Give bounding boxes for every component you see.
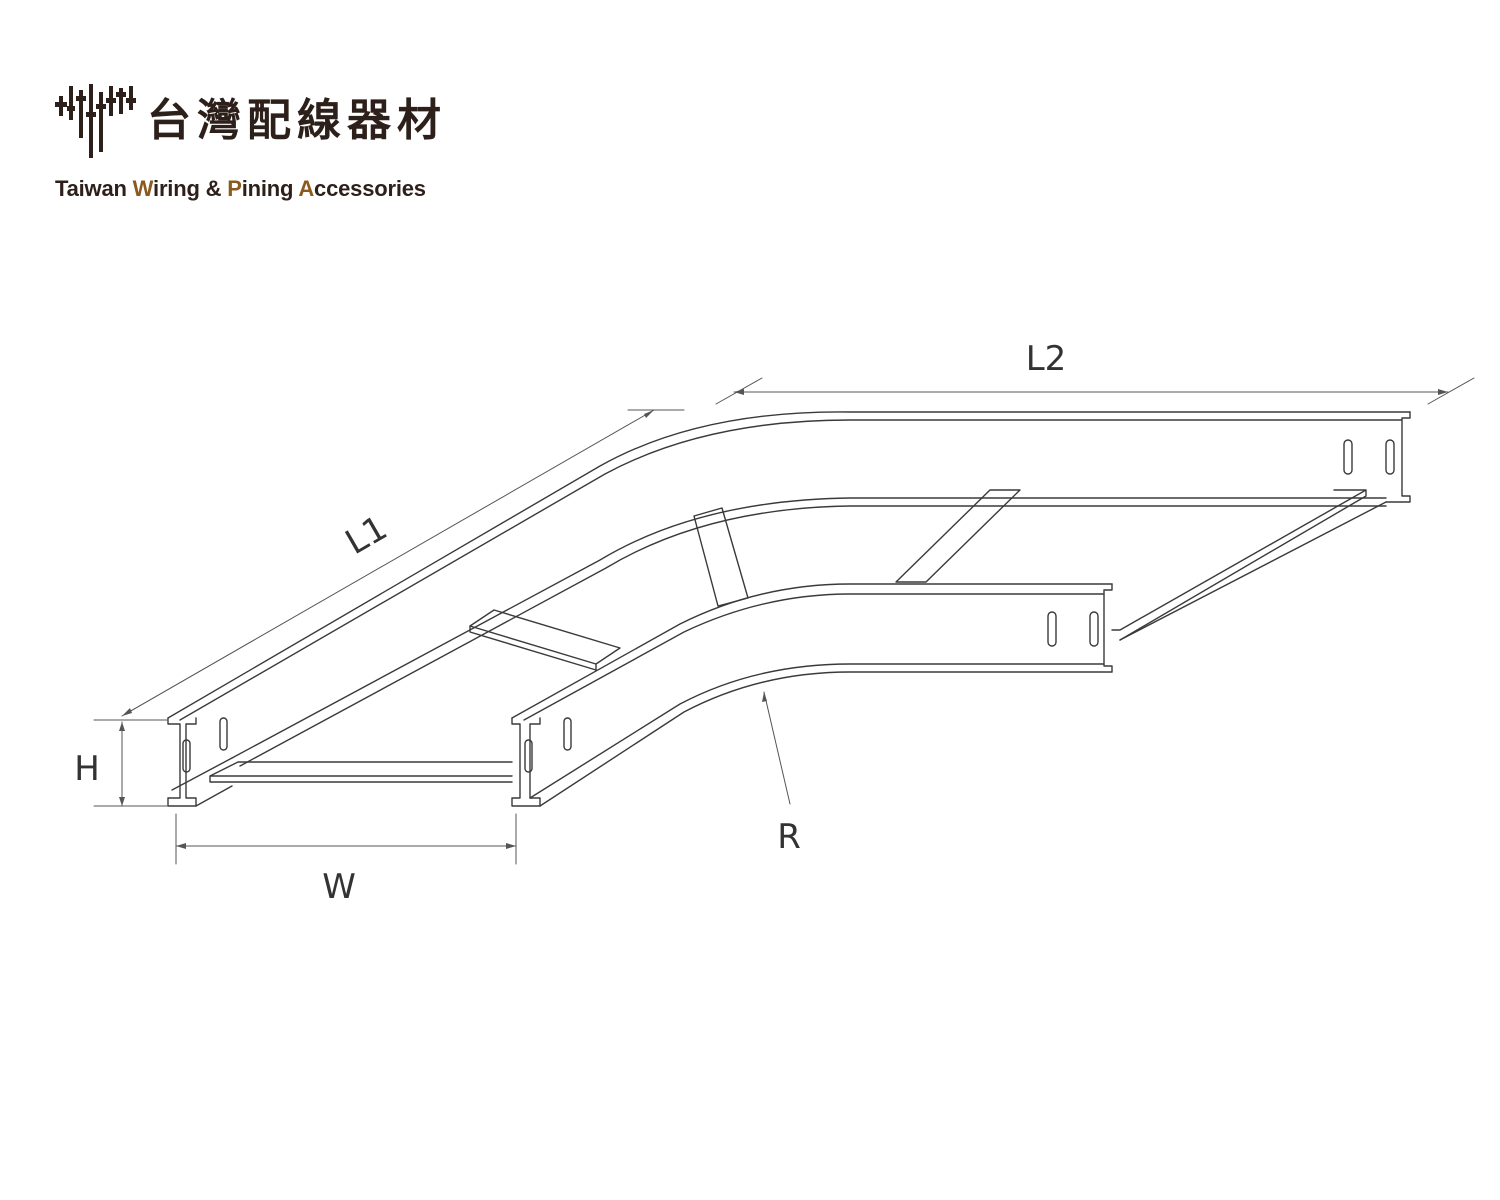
- arrowhead-l1-end: [644, 410, 654, 418]
- slot-outer-far-1: [1343, 439, 1353, 475]
- dimension-label-l1: L1: [339, 508, 394, 563]
- arrowhead-h-bottom: [119, 797, 125, 806]
- inner-rail-bottom-inner: [529, 663, 1105, 799]
- arrowhead-w-left: [176, 843, 186, 849]
- inner-rail-far-end: [1103, 583, 1113, 673]
- logo-english-part: ccessories: [314, 176, 426, 201]
- dimension-label-r: R: [777, 817, 801, 857]
- dimension-line-h: [93, 719, 169, 807]
- logo-english-part: iring &: [153, 176, 228, 201]
- logo-english-part: Taiwan: [55, 176, 133, 201]
- slot-outer-near-1: [182, 739, 191, 773]
- slot-inner-far-2: [1089, 611, 1099, 647]
- rung-near: [209, 761, 513, 783]
- slot-inner-near-2: [563, 717, 572, 751]
- logo-english-part: ining: [241, 176, 299, 201]
- outer-rail-bottom-edge: [195, 501, 1387, 807]
- inner-rail-bottom-edge: [539, 671, 1113, 807]
- slot-inner-near-1: [524, 739, 533, 773]
- outer-rail-back-lower-edge: [231, 497, 1387, 759]
- rung-middle-left: [469, 609, 621, 671]
- inner-rail-top-inner: [523, 593, 1105, 721]
- slot-outer-far-2: [1385, 439, 1395, 475]
- rung-middle-center: [693, 507, 749, 607]
- dimension-line-l1: [121, 409, 655, 717]
- arrowhead-r: [762, 692, 767, 702]
- company-logo: 台灣配線器材 Taiwan Wiring & Pining Accessorie…: [55, 78, 475, 213]
- inner-rail-end-face: [511, 717, 541, 807]
- outer-rail-back-lower-edge-2: [239, 505, 1387, 767]
- dimension-line-w: [175, 813, 517, 865]
- outer-rail-top-edge: [167, 411, 1411, 719]
- logo-english-part: P: [227, 176, 242, 201]
- rung-middle-right: [895, 489, 1021, 583]
- arrowhead-l2-end: [1438, 389, 1448, 395]
- logo-english-part: W: [132, 176, 154, 201]
- logo-english-part: A: [298, 176, 315, 201]
- inner-rail-top-edge: [511, 583, 1113, 719]
- dimension-label-l2: L2: [1026, 339, 1067, 379]
- slot-outer-near-2: [219, 717, 228, 751]
- arrowhead-l1-start: [122, 708, 132, 716]
- arrowhead-l2-start: [734, 389, 744, 395]
- logo-chinese-name: 台灣配線器材: [147, 95, 447, 146]
- arrowhead-w-right: [506, 843, 516, 849]
- outer-rail-lower-flange: [171, 757, 233, 791]
- dimension-label-h: H: [74, 749, 100, 789]
- dimension-leader-r: [763, 691, 791, 805]
- slot-inner-far-1: [1047, 611, 1057, 647]
- outer-rail-far-end: [1385, 411, 1411, 503]
- dimension-tick-l2-end: [1427, 377, 1475, 405]
- logo-mark-icon: [55, 84, 136, 158]
- outer-rail-top-inner: [179, 419, 1403, 721]
- dimension-label-w: W: [322, 867, 356, 907]
- arrowhead-h-top: [119, 722, 125, 731]
- outer-rail-end-face: [167, 717, 197, 807]
- rung-far: [1111, 489, 1367, 641]
- logo-english-name: Taiwan Wiring & Pining Accessories: [55, 176, 426, 202]
